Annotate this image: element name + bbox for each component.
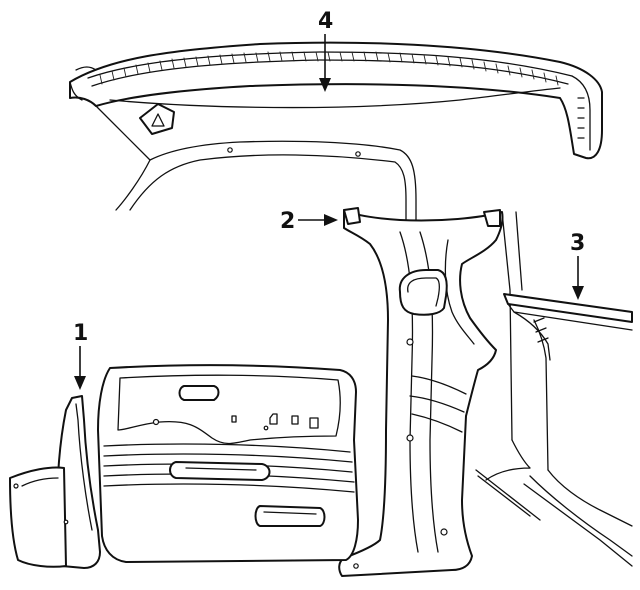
part-3-side-trim-panel (503, 293, 633, 567)
body-structure (95, 105, 541, 521)
callout-label-1: 1 (73, 321, 88, 346)
callout-4: 4 (318, 9, 333, 92)
callout-label-4: 4 (318, 9, 333, 34)
part-4-roof-rail-trim (69, 41, 603, 160)
rib-marks (99, 51, 559, 86)
callout-1: 1 (73, 321, 88, 390)
part-2-pillar-trim (338, 207, 504, 577)
callout-2: 2 (280, 209, 338, 234)
door-trim-panel (97, 364, 359, 563)
callout-label-3: 3 (570, 231, 585, 256)
part-1-cowl-trim (9, 395, 101, 569)
callout-3: 3 (570, 231, 585, 300)
callout-label-2: 2 (280, 209, 295, 234)
